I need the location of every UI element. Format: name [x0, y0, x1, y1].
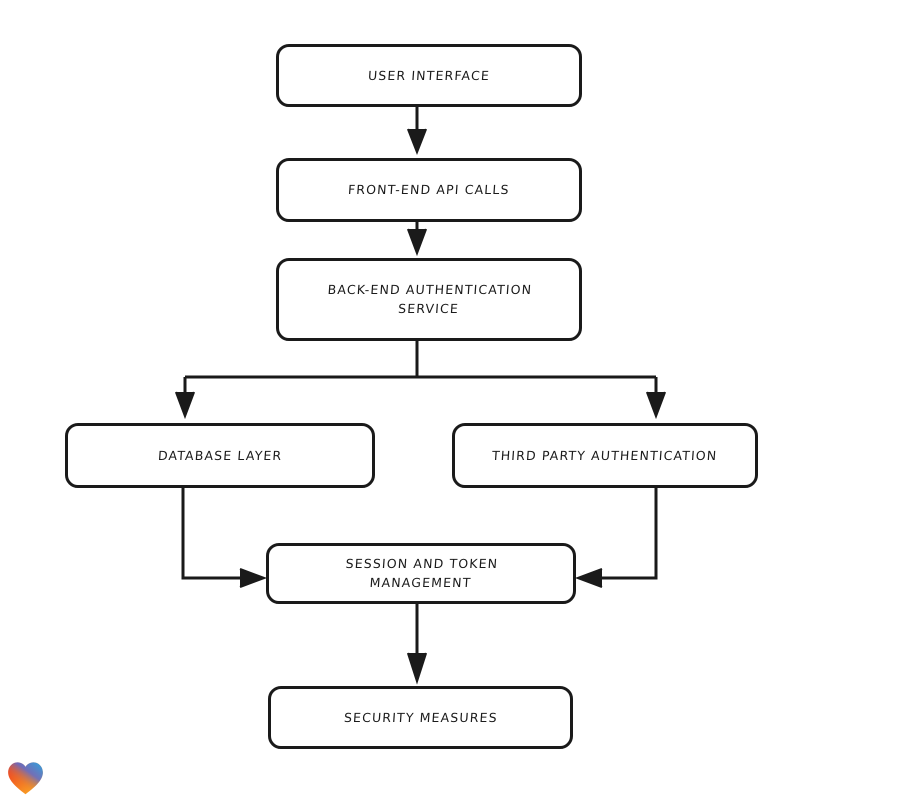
node-label: Back-End Authentication Service [326, 282, 533, 317]
node-user-interface[interactable]: User Interface [276, 44, 582, 107]
node-label: Third Party Authentication [491, 447, 719, 463]
node-label: User Interface [367, 67, 491, 83]
node-session-token-management[interactable]: Session and Token Management [266, 543, 576, 604]
edge-ui-to-api [406, 107, 428, 156]
edge-third-to-session [574, 488, 658, 589]
heart-icon [8, 762, 43, 795]
node-security-measures[interactable]: Security Measures [268, 686, 573, 749]
node-label: Database Layer [157, 447, 283, 463]
node-label: Front-End API Calls [347, 182, 511, 198]
node-third-party-auth[interactable]: Third Party Authentication [452, 423, 758, 488]
edge-backend-to-third [645, 377, 667, 420]
edge-api-to-backend [406, 222, 428, 257]
edge-backend-to-db [174, 377, 196, 420]
node-back-end-auth-service[interactable]: Back-End Authentication Service [276, 258, 582, 341]
node-database-layer[interactable]: Database Layer [65, 423, 375, 488]
node-label: Session and Token Management [344, 556, 499, 591]
node-label: Security Measures [343, 709, 498, 725]
edge-backend-branch-trunk [185, 341, 656, 379]
node-front-end-api-calls[interactable]: Front-End API Calls [276, 158, 582, 222]
edge-session-to-sec [406, 604, 428, 685]
edge-db-to-session [181, 488, 268, 589]
